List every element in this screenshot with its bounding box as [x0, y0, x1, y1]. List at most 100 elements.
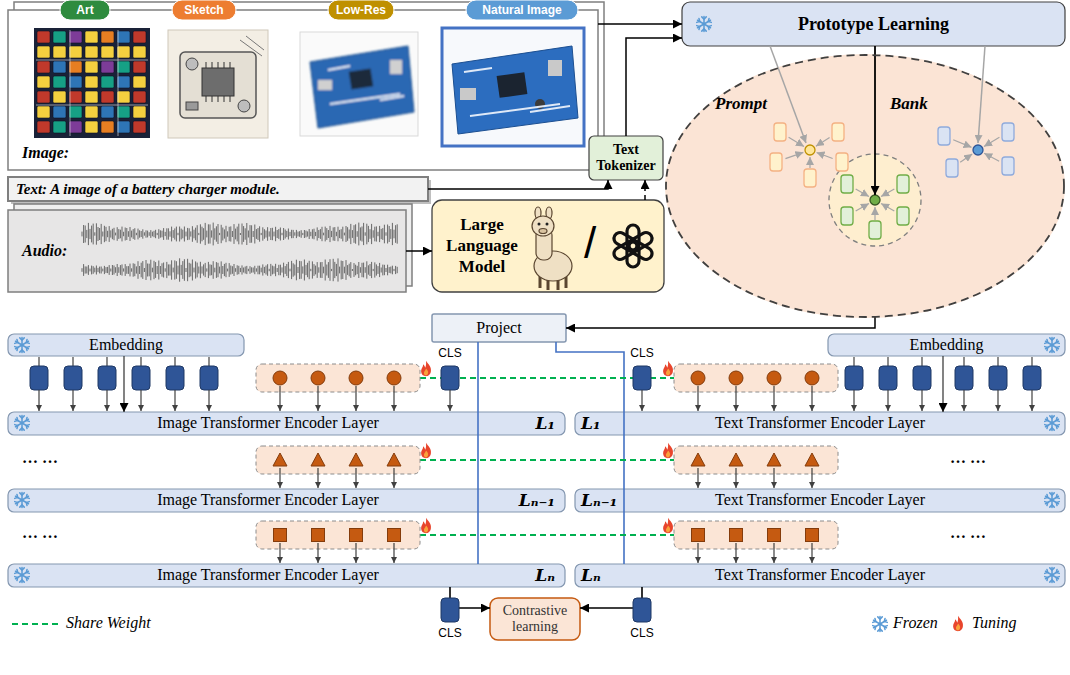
natural-image — [442, 28, 584, 146]
contrastive-box: Contrastive learning — [490, 598, 580, 640]
art-tile — [117, 121, 130, 133]
art-tile — [37, 61, 50, 73]
art-tile — [117, 76, 130, 88]
prompt-token — [805, 371, 819, 385]
node-label: Bank — [890, 94, 928, 114]
cls-label: CLS — [627, 626, 657, 640]
prototype-arrow — [978, 46, 985, 143]
token — [633, 598, 651, 622]
layer-index: Lₙ — [581, 564, 601, 586]
feed-arrow — [811, 386, 812, 411]
layer-index: Lₙ₋₁ — [581, 489, 617, 511]
cluster-arrow — [789, 137, 804, 146]
text-input-box: Text: A image of a battery charger modul… — [8, 177, 428, 201]
art-tile — [117, 106, 130, 118]
tokenizer-box: Text Tokenizer — [589, 136, 663, 180]
prototype-dot — [870, 195, 880, 205]
ellipse-outline — [665, 54, 1065, 318]
frozen-icon — [873, 617, 888, 632]
feed-arrow — [773, 386, 774, 411]
connector-arrow — [598, 23, 682, 25]
token-line — [38, 357, 39, 366]
node-label: Natural Image — [482, 3, 561, 17]
node-label: Text Transformer Encoder Layer — [610, 564, 1030, 586]
domain-tag: Sketch — [172, 0, 236, 20]
feed-arrow — [393, 543, 394, 563]
openai-logo — [612, 225, 654, 267]
prompt-token — [767, 453, 781, 466]
prompt-vector — [841, 175, 853, 193]
cluster-arrow — [960, 154, 972, 162]
sketch-image — [186, 58, 198, 70]
prompt-token — [387, 371, 401, 385]
sketch-image — [186, 102, 198, 110]
prompt-token — [729, 453, 743, 466]
feed-arrow — [38, 390, 39, 411]
art-tile — [133, 91, 146, 103]
low-res-image — [300, 32, 418, 136]
prompt-token — [691, 371, 705, 385]
llama-icon — [539, 229, 547, 234]
art-tile — [37, 91, 50, 103]
art-tile — [85, 106, 98, 118]
prototype-arrow — [770, 46, 985, 143]
prompt-vector — [841, 207, 853, 225]
node-label: Text Transformer Encoder Layer — [610, 412, 1030, 434]
feed-arrow — [811, 468, 812, 488]
art-tile — [133, 106, 146, 118]
art-tile — [37, 31, 50, 43]
encoder-layer: Lₙ₋₁Text Transformer Encoder Layer — [575, 489, 1065, 512]
projection-line — [556, 342, 624, 564]
art-tile — [101, 76, 114, 88]
node-label: Image Transformer Encoder Layer — [48, 564, 488, 586]
feed-arrow — [449, 390, 450, 411]
feed-arrow — [735, 468, 736, 488]
legend-line-sample — [12, 623, 58, 625]
feed-arrow — [735, 386, 736, 411]
cluster-arrow — [984, 137, 999, 146]
token — [633, 366, 651, 390]
encoder-layer: L₁ Text Transformer Encoder Layer — [575, 412, 1065, 435]
token — [913, 366, 931, 390]
prompt-vector — [832, 123, 844, 141]
node-fill — [8, 210, 406, 292]
prompt-vector — [770, 153, 782, 171]
low-res-image — [318, 80, 332, 90]
prompt-token — [273, 371, 287, 385]
prompt-bank-ellipse: PromptBank — [665, 54, 1065, 318]
prompt-vector — [869, 221, 881, 239]
art-tile — [101, 46, 114, 58]
token — [98, 366, 116, 390]
sketch-image — [202, 68, 234, 96]
feed-arrow — [773, 468, 774, 488]
layer-index: L₁ — [581, 412, 600, 434]
token — [132, 366, 150, 390]
art-tile — [85, 121, 98, 133]
prompt-token — [806, 529, 819, 542]
prompt-token — [692, 529, 705, 542]
feed-arrow — [208, 390, 209, 411]
node-fill — [466, 0, 578, 20]
art-tile — [37, 46, 50, 58]
art-tile — [69, 76, 82, 88]
feed-arrow — [641, 390, 642, 411]
low-res-image — [310, 46, 414, 128]
node-label: Embedding — [910, 336, 984, 354]
openai-logo — [612, 230, 640, 253]
token — [441, 366, 459, 390]
feed-arrow — [72, 390, 73, 411]
art-tile — [53, 46, 66, 58]
connector-arrow — [123, 356, 124, 412]
prompt-token — [388, 529, 401, 542]
token-line — [106, 357, 107, 366]
prompt-vector — [938, 127, 950, 145]
token — [441, 598, 459, 622]
audio-input-box: Audio: — [8, 210, 406, 292]
prompt-token — [349, 371, 363, 385]
token-line — [887, 357, 888, 366]
art-tile — [101, 31, 114, 43]
feed-arrow — [355, 543, 356, 563]
frozen-icon — [15, 416, 30, 431]
feed-arrow — [317, 468, 318, 488]
cluster-arrow — [809, 157, 810, 168]
